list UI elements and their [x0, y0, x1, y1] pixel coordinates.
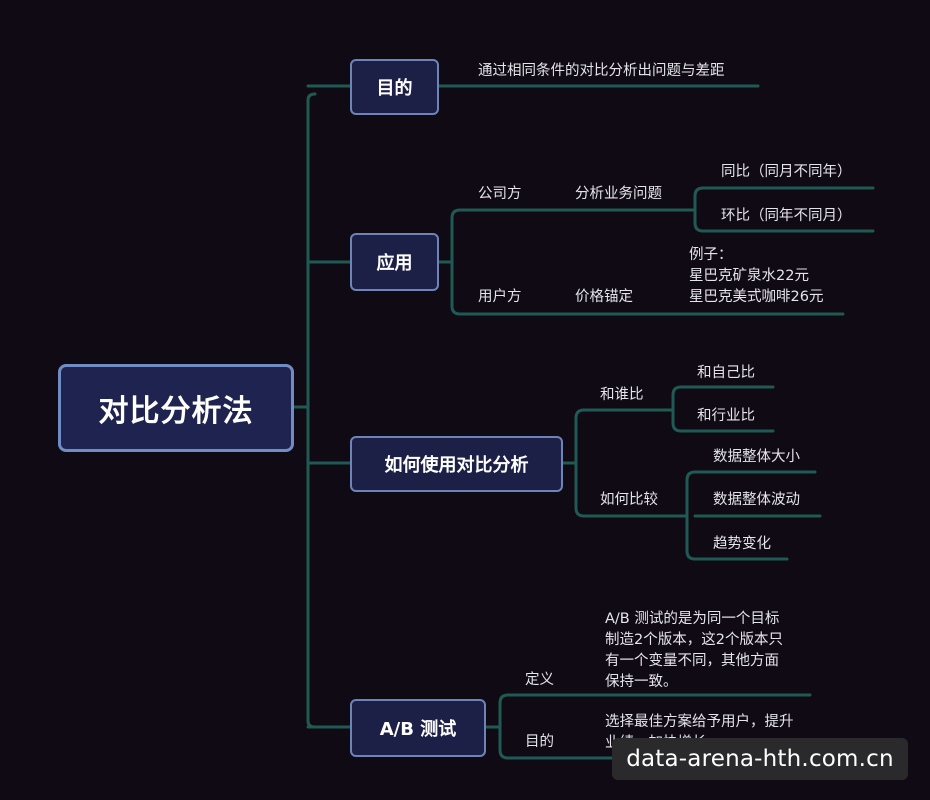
yoy-label: 同比（同月不同年） — [721, 164, 852, 180]
size-label: 数据整体大小 — [713, 449, 800, 465]
who-label: 和谁比 — [600, 387, 644, 403]
company-label: 公司方 — [478, 186, 522, 202]
example-text: 例子： 星巴克矿泉水22元 星巴克美式咖啡26元 — [689, 245, 823, 308]
fluctuation-label: 数据整体波动 — [713, 492, 800, 508]
connector-ab-fork — [498, 693, 510, 760]
user-sub-label: 价格锚定 — [575, 289, 633, 305]
example-line-2: 星巴克美式咖啡26元 — [689, 289, 824, 305]
connector-application-fork — [450, 208, 462, 316]
definition-text: A/B 测试的是为同一个目标 制造2个版本，这2个版本只 有一个变量不同，其他方… — [605, 609, 783, 693]
industry-label: 和行业比 — [697, 408, 755, 424]
definition-line-4: 保持一致。 — [605, 674, 678, 690]
purpose-text: 通过相同条件的对比分析出问题与差距 — [478, 63, 725, 79]
company-sub-label: 分析业务问题 — [575, 186, 662, 202]
watermark: data-arena-hth.com.cn — [612, 738, 908, 780]
application-node[interactable]: 应用 — [350, 233, 439, 291]
connector-company-fork — [693, 186, 705, 233]
how-label: 如何比较 — [600, 492, 658, 508]
goal-label: 目的 — [525, 734, 554, 750]
definition-line-3: 有一个变量不同，其他方面 — [605, 653, 779, 669]
definition-line-2: 制造2个版本，这2个版本只 — [605, 632, 783, 648]
connector-who-fork — [671, 385, 683, 433]
goal-line-1: 选择最佳方案给予用户，提升 — [605, 714, 794, 730]
mom-label: 环比（同年不同月） — [721, 208, 852, 224]
example-line-1: 星巴克矿泉水22元 — [689, 268, 809, 284]
example-heading: 例子： — [689, 247, 733, 263]
connector-how-fork — [685, 470, 697, 561]
definition-label: 定义 — [525, 672, 554, 688]
connector-howto-fork — [574, 408, 586, 518]
howto-node[interactable]: 如何使用对比分析 — [350, 436, 563, 492]
trend-label: 趋势变化 — [713, 536, 771, 552]
root-node[interactable]: 对比分析法 — [58, 364, 294, 452]
connector-trunk — [306, 92, 317, 729]
definition-line-1: A/B 测试的是为同一个目标 — [605, 611, 780, 627]
user-label: 用户方 — [478, 289, 522, 305]
ab-test-node[interactable]: A/B 测试 — [350, 699, 486, 757]
self-label: 和自己比 — [697, 365, 755, 381]
purpose-node[interactable]: 目的 — [350, 59, 439, 115]
